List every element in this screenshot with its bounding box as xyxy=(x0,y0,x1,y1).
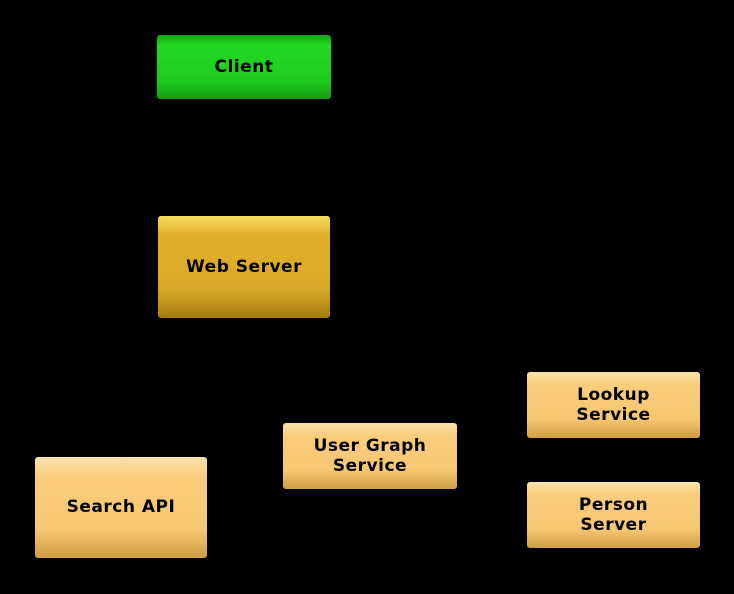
node-person-server: Person Server xyxy=(527,482,700,548)
node-search-api-label: Search API xyxy=(66,497,176,518)
node-lookup-service: Lookup Service xyxy=(527,372,700,438)
node-lookup-service-label: Lookup Service xyxy=(576,384,651,425)
node-web-server: Web Server xyxy=(158,216,330,318)
node-user-graph-service-label: User Graph Service xyxy=(313,435,427,476)
node-person-server-label: Person Server xyxy=(578,494,649,535)
node-web-server-label: Web Server xyxy=(186,256,302,277)
node-client-label: Client xyxy=(214,56,274,77)
node-search-api: Search API xyxy=(35,457,207,558)
node-client: Client xyxy=(157,35,331,99)
node-user-graph-service: User Graph Service xyxy=(283,423,457,489)
